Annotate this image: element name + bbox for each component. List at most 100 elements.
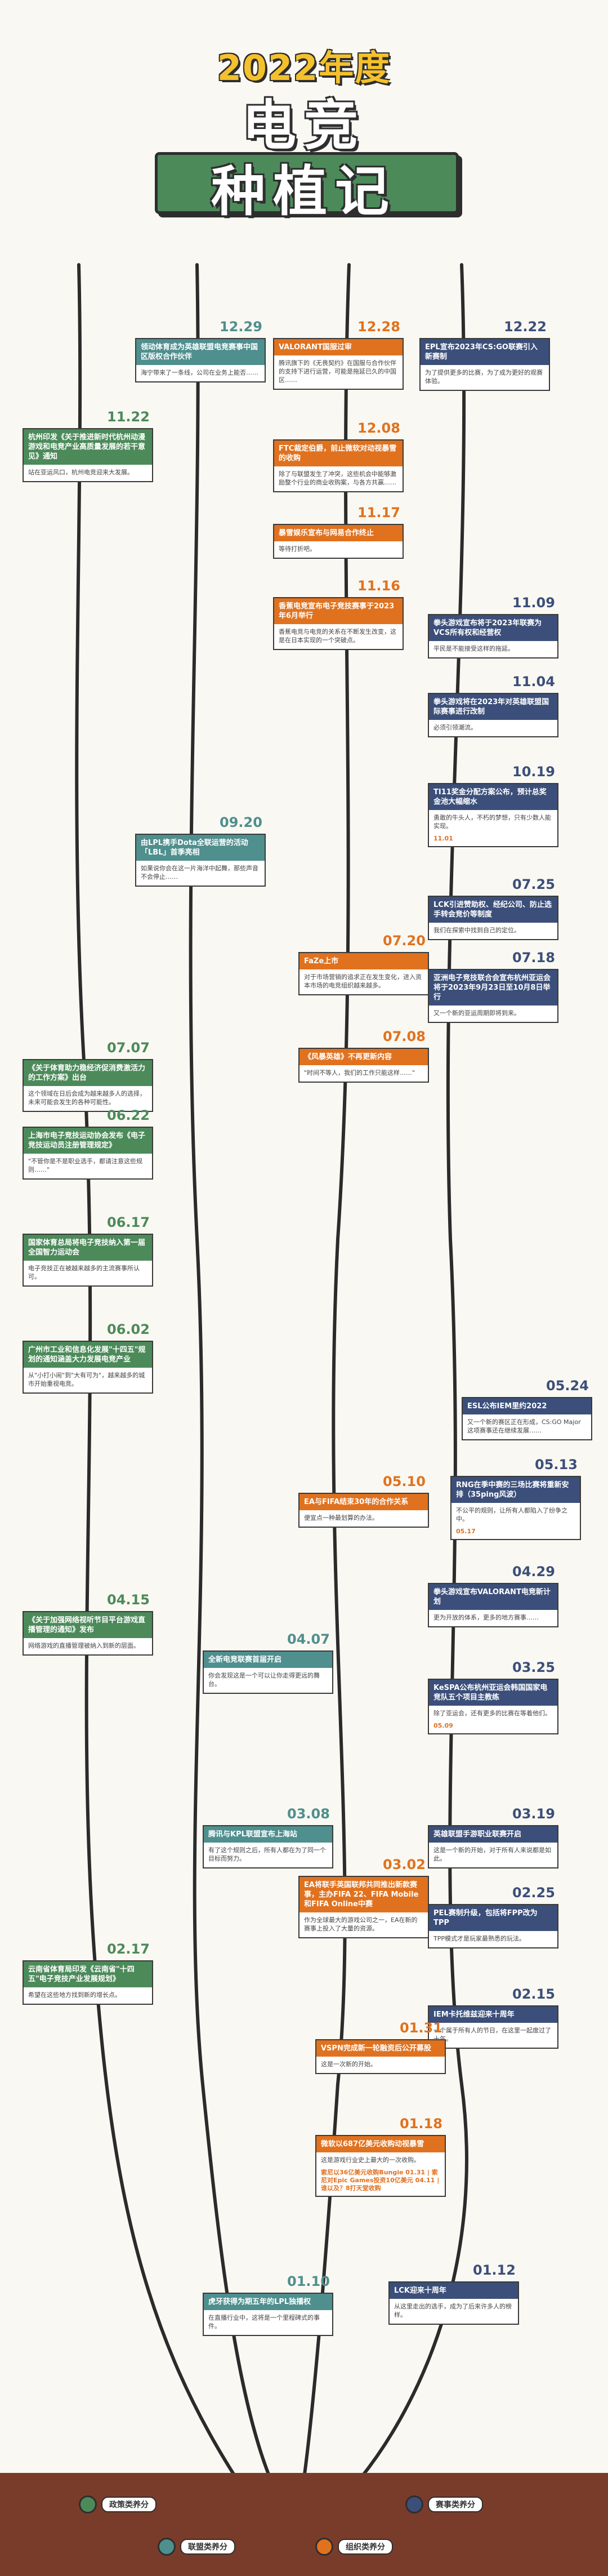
card-title: EA与FIFA结束30年的合作关系 [299, 1494, 428, 1510]
card-date: 03.19 [512, 1806, 555, 1822]
card-body: TPP模式才是玩家最熟悉的玩法。 [433, 1935, 525, 1942]
legend-dot-icon [405, 2495, 423, 2513]
card-title: FTC裁定伯爵，前止微软对动视暴雪的收购 [274, 441, 403, 466]
card-date: 07.20 [383, 933, 426, 949]
legend-label: 联盟类养分 [180, 2539, 235, 2555]
card-title: 拳头游戏宣布将于2023年联赛为VCS所有权和经营权 [429, 615, 557, 641]
card-title: 暴雪娱乐宣布与网易合作终止 [274, 525, 403, 541]
card-body: 网络游戏的直播管理被纳入到新的层面。 [28, 1642, 140, 1649]
card-title: 拳头游戏将在2023年对英雄联盟国际赛事进行改制 [429, 694, 557, 720]
card-date: 01.12 [473, 2262, 516, 2278]
news-card: EPL宣布2023年CS:GO联赛引入新赛制为了提供更多的比赛，为了成为更好的观… [419, 338, 550, 391]
card-title: VSPN完成新一轮融资后公开募股 [316, 2040, 445, 2057]
card-note: 05.09 [433, 1722, 453, 1729]
legend-item: 联盟类养分 [158, 2538, 235, 2556]
legend-dot-icon [315, 2538, 333, 2556]
legend-label: 组织类养分 [338, 2539, 393, 2555]
card-date: 03.25 [512, 1660, 555, 1675]
card-title: 杭州印发《关于推进新时代杭州动漫游戏和电竞产业高质量发展的若干意见》通知 [24, 429, 152, 465]
news-card: VSPN完成新一轮融资后公开募股这是一次新的开始。 [315, 2039, 446, 2074]
card-date: 05.10 [383, 1474, 426, 1489]
legend-dot-icon [158, 2538, 176, 2556]
header-line2: 种植记 [211, 160, 397, 223]
legend-label: 赛事类养分 [428, 2497, 483, 2512]
card-title: 广州市工业和信息化发展"十四五"规划的通知涵盖大力发展电竞产业 [24, 1342, 152, 1368]
card-date: 11.09 [512, 595, 555, 611]
card-date: 06.17 [107, 1214, 150, 1230]
news-card: FTC裁定伯爵，前止微软对动视暴雪的收购除了与联盟发生了冲突，这些机会中能够激励… [273, 439, 404, 492]
card-title: EA将联手英国联邦共同推出新款赛事，主办FIFA 22、FIFA Mobile和… [299, 1877, 428, 1912]
card-body: 必须引领潮流。 [433, 724, 477, 731]
news-card: VALORANT国服过审腾讯旗下的《无畏契约》在国服与合作伙伴的支持下进行运营，… [273, 338, 404, 390]
card-date: 02.17 [107, 1941, 150, 1957]
legend-dot-icon [79, 2495, 97, 2513]
news-card: LCK引进赞助权、经纪公司、防止选手转会竞价等制度我们在探索中找到自己的定位。 [428, 896, 558, 940]
card-date: 07.07 [107, 1040, 150, 1056]
card-title: 腾讯与KPL联盟宣布上海站 [204, 1826, 332, 1843]
card-date: 07.25 [512, 877, 555, 892]
card-title: VALORANT国服过审 [274, 339, 403, 355]
card-title: RNG在季中赛的三场比赛将重新安排（35ping风波） [451, 1477, 580, 1503]
card-body: 勇敢的牛头人，不朽的梦想，只有少数人能实现。 [433, 814, 551, 830]
news-card: RNG在季中赛的三场比赛将重新安排（35ping风波）不公平的规则，让所有人都陷… [450, 1476, 581, 1540]
legend-item: 赛事类养分 [405, 2495, 483, 2513]
card-body: 除了与联盟发生了冲突，这些机会中能够激励整个行业的商业收购案，与各方共赢…… [279, 470, 396, 486]
news-card: 英雄联盟手游职业联赛开启这是一个新的开始，对于所有人来说都是如此。 [428, 1825, 558, 1868]
card-body: 为了提供更多的比赛，为了成为更好的观赛体验。 [425, 369, 543, 385]
news-card: 拳头游戏宣布将于2023年联赛为VCS所有权和经营权平民是不能接受这样的拖延。 [428, 614, 558, 659]
card-title: ESL公布IEM里约2022 [463, 1398, 591, 1414]
card-date: 12.28 [357, 319, 400, 335]
card-title: 香蕉电竞宣布电子竞技赛事于2023年6月举行 [274, 598, 403, 624]
card-date: 07.18 [512, 950, 555, 966]
card-title: EPL宣布2023年CS:GO联赛引入新赛制 [421, 339, 549, 365]
card-body: 从这里走出的选手，成为了后来许多人的榜样。 [394, 2303, 512, 2319]
card-date: 12.08 [357, 420, 400, 436]
card-date: 05.24 [546, 1378, 589, 1394]
news-card: 虎牙获得为期五年的LPL独播权在直播行业中，这将是一个里程碑式的事件。 [203, 2293, 333, 2336]
card-title: 虎牙获得为期五年的LPL独播权 [204, 2294, 332, 2310]
card-date: 12.29 [220, 319, 262, 335]
legend-label: 政策类养分 [101, 2497, 157, 2512]
card-date: 03.08 [287, 1806, 330, 1822]
card-date: 06.02 [107, 1322, 150, 1337]
card-date: 11.17 [357, 505, 400, 520]
card-date: 09.20 [220, 815, 262, 830]
news-card: 微软以687亿美元收购动视暴雪这是游戏行业史上最大的一次收购。索尼以36亿美元收… [315, 2135, 446, 2197]
news-card: 云南省体育局印发《云南省"十四五"电子竞技产业发展规划》希望在这些地方找到新的增… [23, 1960, 153, 2005]
card-title: 微软以687亿美元收购动视暴雪 [316, 2136, 445, 2152]
card-body: 便宜点一种最划算的办法。 [304, 1514, 378, 1521]
card-title: 国家体育总局将电子竞技纳入第一届全国智力运动会 [24, 1235, 152, 1261]
card-date: 04.07 [287, 1631, 330, 1647]
news-card: 拳头游戏将在2023年对英雄联盟国际赛事进行改制必须引领潮流。 [428, 693, 558, 737]
card-title: 上海市电子竞技运动协会发布《电子竞技运动员注册管理规定》 [24, 1128, 152, 1154]
header-year: 2022年度 [217, 47, 391, 88]
legend-item: 政策类养分 [79, 2495, 157, 2513]
card-date: 11.16 [357, 578, 400, 594]
legend-item: 组织类养分 [315, 2538, 393, 2556]
card-title: 英雄联盟手游职业联赛开启 [429, 1826, 557, 1843]
card-title: LCK引进赞助权、经纪公司、防止选手转会竞价等制度 [429, 897, 557, 923]
card-body: 我们在探索中找到自己的定位。 [433, 927, 520, 934]
news-card: FaZe上市对于市场营销的追求正在发生变化，进入资本市场的电竞组织越来越多。 [298, 952, 429, 995]
card-body: 这是一次新的开始。 [321, 2061, 377, 2068]
card-body: 作为全球最大的游戏公司之一，EA在新的赛事上投入了大量的资源。 [304, 1916, 418, 1932]
news-card: 广州市工业和信息化发展"十四五"规划的通知涵盖大力发展电竞产业从"小打小闹"到"… [23, 1341, 153, 1394]
news-card: 亚洲电子竞技联合会宣布杭州亚运会将于2023年9月23日至10月8日举行又一个新… [428, 969, 558, 1023]
header-band [155, 152, 459, 214]
news-card: 香蕉电竞宣布电子竞技赛事于2023年6月举行香蕉电竞与电竞的关系在不断发生改变，… [273, 597, 404, 650]
news-card: 腾讯与KPL联盟宣布上海站有了这个规则之后，所有人都在为了同一个目标而努力。 [203, 1825, 333, 1868]
card-title: 由LPL携手Dota全联运营的活动「LBL」首季亮相 [136, 835, 265, 861]
card-body: 有了这个规则之后，所有人都在为了同一个目标而努力。 [208, 1847, 326, 1862]
news-card: 《风暴英雄》不再更新内容"时间不等人，我们的工作只能这样……" [298, 1048, 429, 1083]
card-date: 11.04 [512, 674, 555, 689]
news-card: 国家体育总局将电子竞技纳入第一届全国智力运动会电子竞技正在被越来越多的主流赛事所… [23, 1234, 153, 1287]
card-title: LCK迎来十周年 [390, 2283, 518, 2299]
card-body: 香蕉电竞与电竞的关系在不断发生改变，这是在日本实现的一个突破点。 [279, 628, 396, 644]
card-body: 平民是不能接受这样的拖延。 [433, 645, 514, 652]
card-note: 索尼以36亿美元收购Bungie 01.31 | 索尼对Epic Games投资… [321, 2169, 440, 2192]
card-body: 希望在这些地方找到新的增长点。 [28, 1991, 121, 1999]
